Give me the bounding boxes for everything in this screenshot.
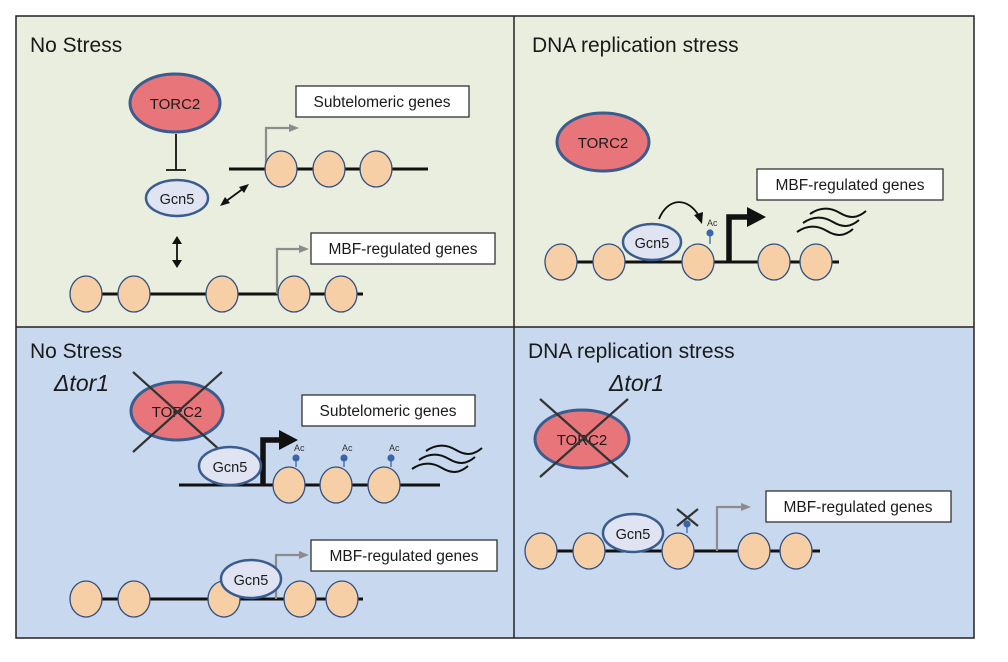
arrowhead xyxy=(239,184,249,193)
gcn5-label: Gcn5 xyxy=(616,527,651,543)
panel-no-stress-tor1-deletion: No Stress Δtor1 TORC2 Subtelomeric genes… xyxy=(30,340,498,618)
transcript-wave xyxy=(425,444,483,455)
gene-box-mbf xyxy=(765,490,952,523)
nucleosome xyxy=(524,532,558,570)
acetyl-dot xyxy=(706,229,714,237)
gcn5-label: Gcn5 xyxy=(213,460,248,476)
acetyl-dot xyxy=(683,520,691,528)
transcript-wave xyxy=(411,462,469,473)
gcn5-protein xyxy=(197,445,263,487)
panel-title: DNA replication stress xyxy=(528,340,735,363)
gcn5-label: Gcn5 xyxy=(234,573,269,589)
tss-arrowhead xyxy=(299,551,309,559)
gcn5-protein xyxy=(144,178,210,218)
nucleosome xyxy=(69,275,103,313)
gcn5-protein xyxy=(219,558,283,600)
gene-label: MBF-regulated genes xyxy=(329,548,478,565)
panel-title: No Stress xyxy=(30,340,122,363)
nucleosome xyxy=(283,580,317,618)
torc2-label: TORC2 xyxy=(578,135,629,152)
transcript-wave xyxy=(809,207,867,218)
tss-arrowhead-active xyxy=(747,207,766,227)
gene-label: MBF-regulated genes xyxy=(783,499,932,516)
gcn5-label: Gcn5 xyxy=(635,236,670,252)
tss-arrowhead xyxy=(289,124,299,132)
blocked-acetylation-cross xyxy=(676,508,699,527)
nucleosome xyxy=(572,532,606,570)
gene-box-mbf xyxy=(756,168,944,201)
gene-box-subtelomeric xyxy=(295,85,470,118)
nucleosome xyxy=(264,150,298,188)
arrowhead xyxy=(694,212,703,224)
gene-label: Subtelomeric genes xyxy=(314,94,451,111)
nucleosome xyxy=(117,580,151,618)
panel-title: No Stress xyxy=(30,34,122,57)
arrowhead xyxy=(172,236,182,244)
nucleosome xyxy=(681,243,715,281)
torc2-complex xyxy=(555,111,651,173)
acetyl-label: Ac xyxy=(342,443,353,453)
gene-label: MBF-regulated genes xyxy=(775,177,924,194)
acetylation-curved-arrow xyxy=(658,201,700,220)
panel-title: DNA replication stress xyxy=(532,34,739,57)
mutant-label: Δtor1 xyxy=(53,370,109,396)
gene-label: MBF-regulated genes xyxy=(328,241,477,258)
tss-arrowhead xyxy=(741,503,751,511)
acetyl-label: Ac xyxy=(707,218,718,228)
acetyl-dot xyxy=(387,454,395,462)
tss-arrow-active xyxy=(260,437,281,485)
gene-box-mbf xyxy=(310,232,496,265)
acetyl-label: Ac xyxy=(294,443,305,453)
deletion-cross xyxy=(539,398,629,478)
tss-arrow xyxy=(275,247,302,294)
gene-box-subtelomeric xyxy=(301,394,476,427)
nucleosome xyxy=(277,275,311,313)
nucleosome xyxy=(117,275,151,313)
nucleosome xyxy=(592,243,626,281)
panel-bottom-right-bg xyxy=(514,327,974,638)
transcript-wave xyxy=(418,453,476,464)
nucleosome xyxy=(661,532,695,570)
acetyl-dot xyxy=(292,454,300,462)
tss-arrowhead xyxy=(299,245,309,253)
gcn5-label: Gcn5 xyxy=(160,192,195,208)
torc2-label: TORC2 xyxy=(150,96,201,113)
nucleosome xyxy=(367,466,401,504)
nucleosome xyxy=(312,150,346,188)
tss-arrow xyxy=(264,126,292,169)
nucleosome xyxy=(544,243,578,281)
nucleosome xyxy=(205,275,239,313)
deletion-cross xyxy=(132,371,223,453)
double-arrow-diagonal xyxy=(224,187,245,203)
gene-box-mbf xyxy=(310,539,498,572)
nucleosome xyxy=(69,580,103,618)
mutant-label: Δtor1 xyxy=(608,370,664,396)
nucleosome xyxy=(325,580,359,618)
nucleosome xyxy=(359,150,393,188)
nucleosome xyxy=(272,466,306,504)
acetyl-dot xyxy=(340,454,348,462)
arrowhead xyxy=(172,260,182,268)
tss-arrow-active xyxy=(726,214,749,262)
nucleosome xyxy=(799,243,833,281)
tss-arrow xyxy=(715,505,744,551)
nucleosome xyxy=(319,466,353,504)
panel-replication-stress-tor1-deletion: DNA replication stress Δtor1 TORC2 MBF-r… xyxy=(524,340,952,570)
gene-label: Subtelomeric genes xyxy=(320,403,457,420)
torc2-complex xyxy=(128,72,222,134)
nucleosome xyxy=(779,532,813,570)
tss-arrowhead-active xyxy=(279,430,298,450)
panel-no-stress-wildtype: No Stress TORC2 Gcn5 Subtelomeric genes xyxy=(30,34,496,313)
arrowhead xyxy=(220,197,230,206)
nucleosome xyxy=(737,532,771,570)
transcript-wave xyxy=(802,216,860,227)
nucleosome xyxy=(324,275,358,313)
acetyl-label: Ac xyxy=(389,443,400,453)
nucleosome xyxy=(757,243,791,281)
gcn5-protein xyxy=(601,512,665,554)
transcript-wave xyxy=(796,225,854,236)
gcn5-protein xyxy=(621,222,683,262)
panel-replication-stress-wildtype: DNA replication stress TORC2 MBF-regulat… xyxy=(532,34,944,281)
